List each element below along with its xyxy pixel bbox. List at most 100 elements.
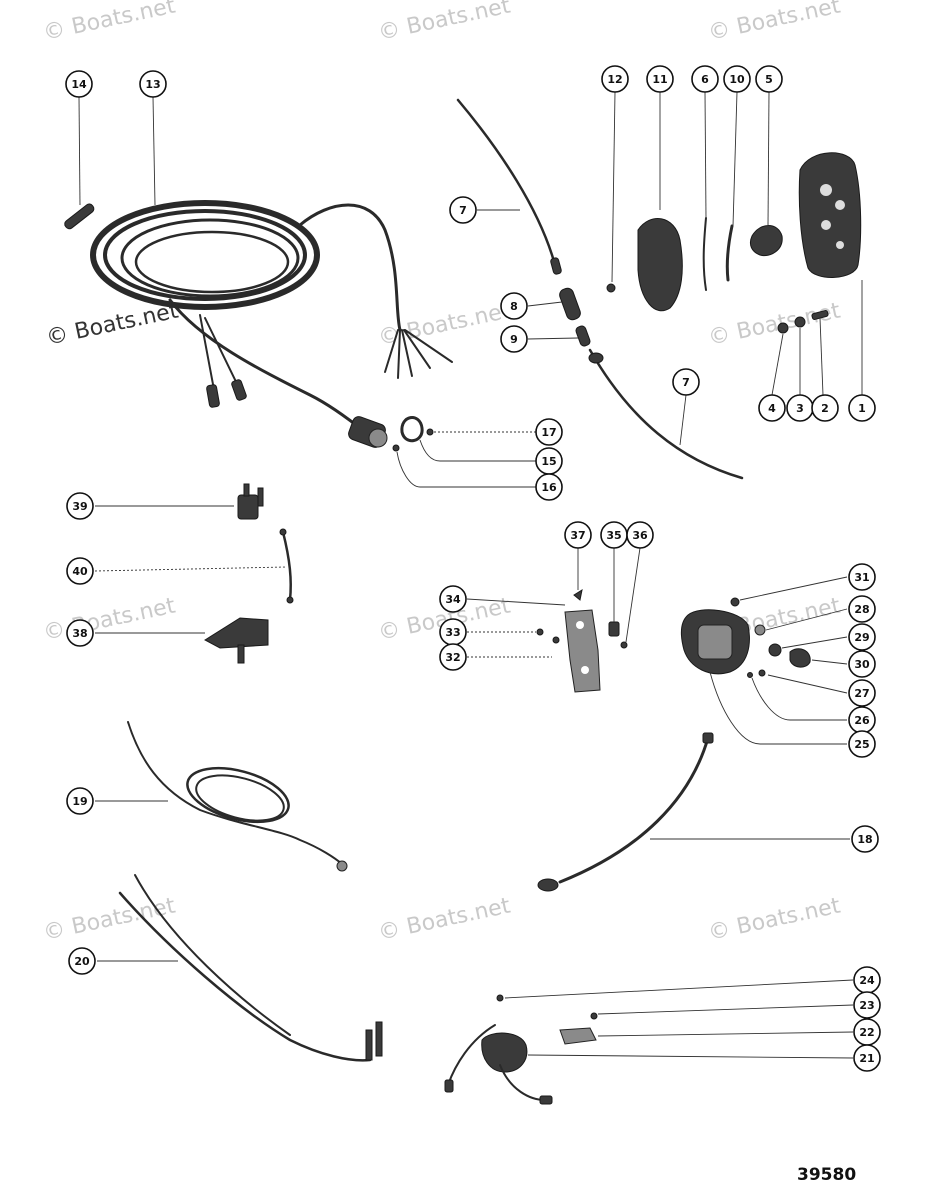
svg-text:9: 9 bbox=[510, 333, 518, 346]
svg-text:32: 32 bbox=[445, 651, 460, 664]
callout-22: 22 bbox=[853, 1018, 881, 1046]
svg-text:21: 21 bbox=[859, 1052, 874, 1065]
part-40-wire bbox=[281, 530, 292, 602]
part-27-washer bbox=[758, 669, 766, 677]
part-20-wire bbox=[118, 874, 383, 1062]
part-1-switch-panel bbox=[798, 152, 862, 278]
svg-text:37: 37 bbox=[570, 529, 585, 542]
part-23-screw bbox=[590, 1012, 598, 1020]
part-19-wire bbox=[127, 721, 348, 872]
callout-26: 26 bbox=[848, 706, 876, 734]
callout-29: 29 bbox=[848, 623, 876, 651]
watermark: © Boats.net bbox=[41, 0, 178, 46]
callout-8: 8 bbox=[500, 292, 528, 320]
part-6-wire bbox=[702, 217, 707, 291]
part-12-screw bbox=[606, 283, 616, 293]
part-31-screw bbox=[730, 597, 740, 607]
callout-21: 21 bbox=[853, 1044, 881, 1072]
part-38-stud bbox=[237, 644, 245, 664]
watermark: © Boats.net bbox=[44, 298, 181, 350]
callout-23: 23 bbox=[853, 991, 881, 1019]
part-3-washer bbox=[794, 316, 806, 328]
svg-text:15: 15 bbox=[541, 455, 556, 468]
figure-number: 39580 bbox=[797, 1165, 856, 1185]
part-11-grommet bbox=[637, 218, 683, 312]
watermark: © Boats.net bbox=[376, 0, 513, 46]
callout-13: 13 bbox=[139, 70, 167, 98]
part-18-wire bbox=[537, 732, 714, 892]
part-7-cable-end bbox=[588, 352, 604, 364]
part-22-bracket bbox=[559, 1027, 597, 1045]
callout-12: 12 bbox=[601, 65, 629, 93]
part-34-mounting-bracket bbox=[564, 609, 601, 693]
watermarks: © Boats.net © Boats.net © Boats.net © Bo… bbox=[41, 0, 843, 946]
callout-36: 36 bbox=[626, 521, 654, 549]
callout-5: 5 bbox=[755, 65, 783, 93]
callout-28: 28 bbox=[848, 595, 876, 623]
watermark: © Boats.net bbox=[706, 298, 843, 350]
part-7-cable bbox=[456, 98, 744, 480]
callout-3: 3 bbox=[786, 394, 814, 422]
part-30-knob bbox=[789, 648, 811, 668]
part-9-boot bbox=[575, 325, 591, 347]
svg-text:16: 16 bbox=[541, 481, 557, 494]
svg-text:5: 5 bbox=[765, 73, 773, 86]
svg-text:11: 11 bbox=[652, 73, 667, 86]
part-38-bracket bbox=[204, 617, 269, 649]
svg-text:34: 34 bbox=[445, 593, 461, 606]
callout-2: 2 bbox=[811, 394, 839, 422]
callout-7: 7 bbox=[672, 368, 700, 396]
callout-32: 32 bbox=[439, 643, 467, 671]
callout-25: 25 bbox=[848, 730, 876, 758]
callout-18: 18 bbox=[851, 825, 879, 853]
callout-1: 1 bbox=[848, 394, 876, 422]
svg-text:25: 25 bbox=[854, 738, 869, 751]
svg-text:22: 22 bbox=[859, 1026, 874, 1039]
watermark: © Boats.net bbox=[376, 893, 513, 945]
svg-text:8: 8 bbox=[510, 300, 518, 313]
part-40-terminal bbox=[279, 528, 287, 536]
watermark: © Boats.net bbox=[706, 0, 843, 46]
callout-27: 27 bbox=[848, 679, 876, 707]
part-35-fastener bbox=[608, 621, 620, 637]
part-29-nut bbox=[768, 643, 782, 657]
svg-text:31: 31 bbox=[854, 571, 869, 584]
callout-39: 39 bbox=[66, 492, 94, 520]
part-40-terminal bbox=[286, 596, 294, 604]
callout-24: 24 bbox=[853, 966, 881, 994]
callout-35: 35 bbox=[600, 521, 628, 549]
part-13-wiring-harness bbox=[90, 200, 453, 448]
callout-9: 9 bbox=[500, 325, 528, 353]
svg-text:3: 3 bbox=[796, 402, 804, 415]
callout-19: 19 bbox=[66, 787, 94, 815]
part-26-screw bbox=[747, 672, 753, 678]
svg-text:10: 10 bbox=[729, 73, 745, 86]
callout-10: 10 bbox=[723, 65, 751, 93]
callout-15: 15 bbox=[535, 447, 563, 475]
part-24-screw bbox=[496, 994, 504, 1002]
svg-text:7: 7 bbox=[459, 204, 467, 217]
part-32-screw bbox=[552, 636, 560, 644]
part-36-nut bbox=[620, 641, 628, 649]
callout-31: 31 bbox=[848, 563, 876, 591]
svg-text:40: 40 bbox=[72, 565, 88, 578]
svg-text:38: 38 bbox=[72, 627, 87, 640]
svg-text:7: 7 bbox=[682, 376, 690, 389]
callout-40: 40 bbox=[66, 557, 94, 585]
svg-text:2: 2 bbox=[821, 402, 829, 415]
watermark: © Boats.net bbox=[41, 593, 178, 645]
callout-14: 14 bbox=[65, 70, 93, 98]
svg-text:19: 19 bbox=[72, 795, 87, 808]
svg-text:26: 26 bbox=[854, 714, 870, 727]
svg-text:24: 24 bbox=[859, 974, 875, 987]
part-39-connector bbox=[237, 483, 264, 520]
svg-text:29: 29 bbox=[854, 631, 869, 644]
svg-text:14: 14 bbox=[71, 78, 87, 91]
svg-text:23: 23 bbox=[859, 999, 874, 1012]
part-14-sleeve bbox=[64, 203, 95, 230]
svg-text:27: 27 bbox=[854, 687, 869, 700]
svg-text:28: 28 bbox=[854, 603, 869, 616]
part-21-horn-assembly bbox=[444, 1024, 553, 1105]
part-28-washer bbox=[754, 624, 766, 636]
